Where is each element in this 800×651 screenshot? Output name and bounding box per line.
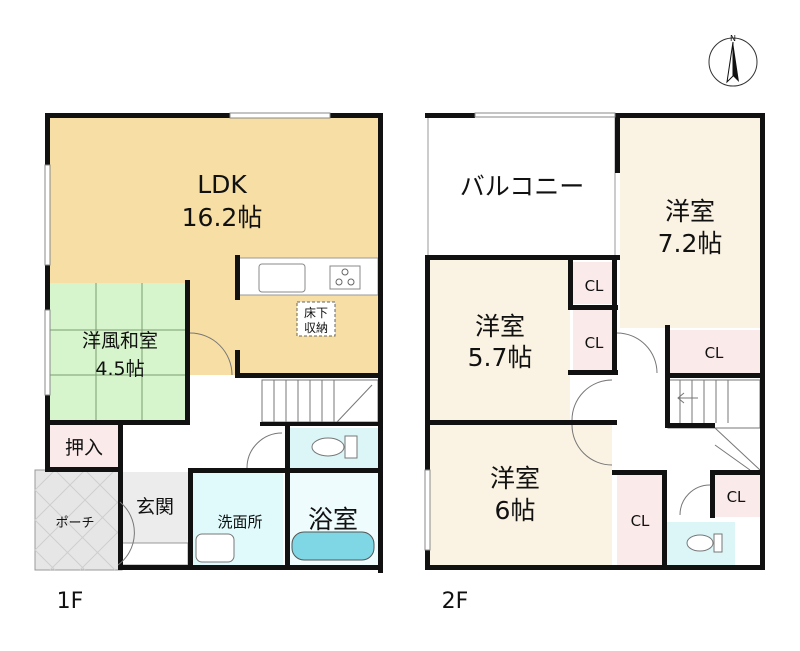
washbasin-icon — [195, 533, 235, 563]
washitsu-room — [50, 283, 188, 420]
closet-label: CL — [631, 512, 650, 530]
window — [424, 469, 431, 551]
window — [44, 309, 51, 396]
genkan-label: 玄関 — [136, 496, 174, 518]
closets: CL CL CL CL CL — [573, 262, 760, 565]
sink-icon — [258, 263, 306, 293]
bedroom-7-2-size: 7.2帖 — [658, 229, 723, 258]
washitsu-label: 洋風和室 — [82, 330, 158, 352]
walls-1f — [45, 113, 383, 573]
stove-icon — [329, 265, 361, 290]
ldk-size: 16.2帖 — [182, 203, 263, 232]
porch-label: ポーチ — [55, 516, 94, 531]
door-swing — [189, 332, 233, 376]
underfloor-label-1: 床下 — [304, 306, 328, 320]
window — [44, 164, 51, 266]
toilet-icon — [311, 437, 345, 457]
ldk-label: LDK — [197, 170, 247, 199]
underfloor-label-2: 収納 — [304, 321, 328, 335]
bedroom-7-2-label: 洋室 — [665, 197, 715, 226]
toilet-icon — [686, 534, 714, 552]
washroom-label: 洗面所 — [217, 513, 262, 531]
closet-label: CL — [585, 334, 604, 352]
oshiire-label: 押入 — [65, 437, 103, 459]
underfloor-storage — [296, 301, 336, 337]
floor-2-title: 2F — [442, 589, 469, 614]
balcony-label: バルコニー — [460, 172, 585, 201]
closet-label: CL — [727, 488, 746, 506]
floor-1-title: 1F — [57, 589, 84, 614]
door-swing — [246, 432, 283, 469]
bedroom-6-size: 6帖 — [495, 496, 536, 525]
bedroom-6-label: 洋室 — [490, 464, 540, 493]
door-swing — [571, 379, 613, 421]
bathtub-icon — [291, 531, 375, 561]
bedroom-5-7-size: 5.7帖 — [468, 343, 533, 372]
bedroom-6 — [430, 425, 612, 565]
washitsu-size: 4.5帖 — [95, 358, 144, 380]
door-swing — [571, 424, 613, 466]
north-compass-icon: N — [708, 34, 758, 87]
window — [474, 112, 616, 118]
stairs-1f — [261, 379, 379, 423]
bedroom-5-7-label: 洋室 — [475, 312, 525, 341]
walls-2f — [425, 113, 765, 570]
compass-north-label: N — [730, 34, 736, 43]
door-swing — [679, 484, 711, 516]
floor-1: 床下 収納 LDK 16.2帖 洋風和室 4.5帖 押入 玄関 ポーチ — [34, 112, 383, 614]
window — [229, 112, 331, 119]
ldk-room — [50, 118, 378, 375]
door-swing — [616, 332, 658, 374]
oshiire-closet — [50, 424, 118, 467]
closet-label: CL — [585, 277, 604, 295]
closet-label: CL — [705, 344, 724, 362]
bedroom-5-7 — [430, 260, 570, 420]
balcony — [427, 115, 616, 257]
bath-label: 浴室 — [308, 505, 358, 534]
floor-2: バルコニー 洋室 7.2帖 洋室 5.7帖 洋室 6帖 CL CL CL CL … — [424, 112, 765, 614]
bedroom-7-2 — [620, 118, 760, 328]
